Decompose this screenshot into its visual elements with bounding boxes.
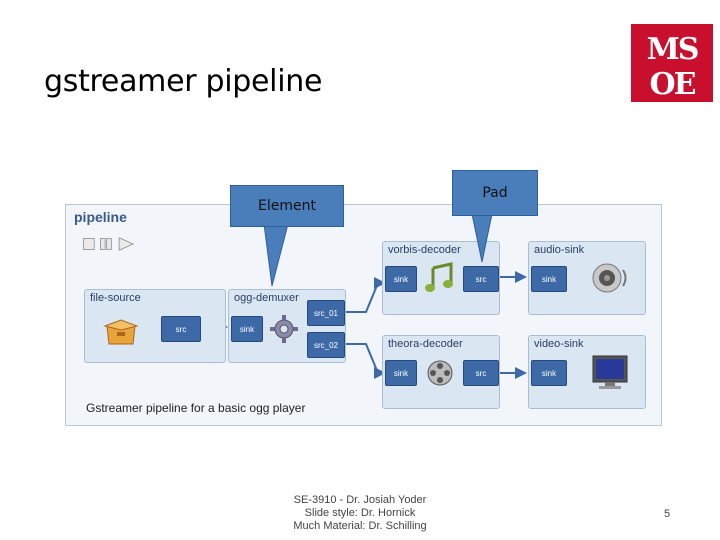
- playback-controls-icon: [82, 237, 135, 251]
- footer-line: Much Material: Dr. Schilling: [293, 520, 427, 532]
- pipeline-diagram: pipeline file-source src ogg-demuxer s: [65, 204, 662, 426]
- element-file-source[interactable]: file-source src: [84, 289, 226, 363]
- element-video-sink[interactable]: video-sink sink: [528, 335, 646, 409]
- pad-sink[interactable]: sink: [531, 266, 567, 292]
- pad-src-01[interactable]: src_01: [307, 300, 345, 326]
- pad-src[interactable]: src: [463, 266, 499, 292]
- element-label: vorbis-decoder: [388, 244, 461, 256]
- callout-pad: Pad: [452, 170, 538, 216]
- element-ogg-demuxer[interactable]: ogg-demuxer sink src_01 src_02: [228, 289, 346, 363]
- slide-footer: SE-3910 - Dr. Josiah Yoder Slide style: …: [250, 494, 470, 533]
- element-label: audio-sink: [534, 244, 585, 256]
- svg-text:MS: MS: [647, 32, 698, 67]
- speaker-icon: [592, 263, 627, 293]
- element-label: file-source: [90, 292, 141, 304]
- pad-src-02[interactable]: src_02: [307, 332, 345, 358]
- diagram-caption: Gstreamer pipeline for a basic ogg playe…: [86, 401, 306, 415]
- element-label: ogg-demuxer: [234, 292, 299, 304]
- gear-icon: [270, 315, 298, 343]
- pad-sink[interactable]: sink: [531, 360, 567, 386]
- element-label: video-sink: [534, 338, 584, 350]
- monitor-icon: [592, 355, 628, 389]
- msoe-logo: MS OE: [631, 24, 713, 102]
- element-label: theora-decoder: [388, 338, 463, 350]
- footer-line: Slide style: Dr. Hornick: [304, 507, 416, 519]
- svg-text:OE: OE: [650, 67, 696, 102]
- pad-src[interactable]: src: [463, 360, 499, 386]
- music-note-icon: [425, 262, 453, 292]
- slide-title: gstreamer pipeline: [44, 64, 323, 99]
- element-audio-sink[interactable]: audio-sink sink: [528, 241, 646, 315]
- pad-sink[interactable]: sink: [385, 360, 417, 386]
- pad-sink[interactable]: sink: [231, 316, 263, 342]
- diagram-title: pipeline: [74, 209, 127, 225]
- box-icon: [103, 319, 139, 345]
- pad-sink[interactable]: sink: [385, 266, 417, 292]
- film-reel-icon: [427, 360, 453, 386]
- callout-element: Element: [230, 185, 344, 227]
- footer-line: SE-3910 - Dr. Josiah Yoder: [293, 494, 427, 506]
- pad-src[interactable]: src: [161, 316, 201, 342]
- page-number: 5: [664, 508, 671, 520]
- element-theora-decoder[interactable]: theora-decoder sink src: [382, 335, 500, 409]
